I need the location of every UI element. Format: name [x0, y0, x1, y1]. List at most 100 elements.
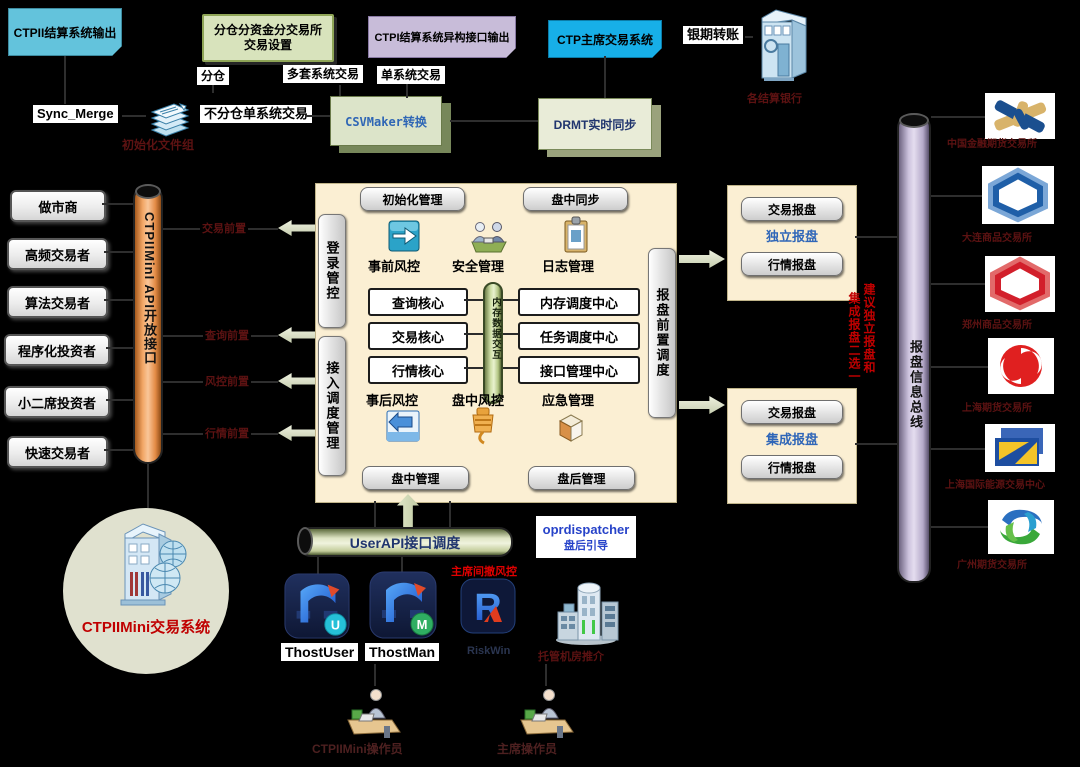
front-label-trade: 交易前置 — [200, 220, 248, 236]
ctpi-hetero-output-box: CTPI结算系统异构接口输出 — [368, 16, 516, 58]
connector-line — [464, 333, 483, 335]
thostuser-badge: U — [331, 618, 340, 632]
memory-dispatch-center-box: 内存调度中心 — [518, 288, 640, 316]
security-mgmt-label: 安全管理 — [452, 259, 505, 274]
csv-maker-box: CSVMaker转换 — [330, 96, 442, 146]
oprdispatcher-label: oprdispatcher — [542, 521, 630, 537]
connector-line — [106, 347, 135, 349]
connector-line — [604, 56, 606, 98]
mini-system-circle: CTPIIMini交易系统 — [63, 508, 229, 674]
oprdispatcher-sub-label: 盘后引导 — [564, 539, 608, 552]
csv-maker-label: CSVMaker转换 — [345, 114, 427, 129]
user-box-hft: 高频交易者 — [7, 238, 108, 270]
post-risk-icon — [386, 410, 420, 442]
connector-line — [339, 85, 341, 96]
connector-line — [317, 557, 319, 575]
no-warehouse-trade-label: 不分仓单系统交易 — [200, 105, 313, 123]
md-quote-button-2: 行情报盘 — [741, 455, 843, 479]
trade-quote-button-2: 交易报盘 — [741, 400, 843, 424]
emergency-mgmt-label: 应急管理 — [542, 393, 595, 408]
thostuser-app-icon: U — [284, 573, 350, 639]
security-mgmt-icon — [471, 222, 507, 253]
intraday-sync-button: 盘中同步 — [523, 187, 628, 211]
connector-line — [931, 195, 982, 197]
quote-info-bus-cylinder: 报盘信息总线 — [897, 113, 931, 583]
intraday-mgmt-label: 盘中管理 — [391, 471, 440, 486]
bank-building-icon — [761, 9, 807, 81]
user-box-algo: 算法交易者 — [7, 286, 108, 318]
thostman-badge: M — [417, 617, 428, 632]
arrow-left-icon — [278, 220, 318, 236]
gfex-logo — [988, 500, 1054, 554]
connector-line — [401, 557, 403, 572]
cylinder-opening — [297, 527, 313, 555]
ine-logo — [985, 424, 1055, 472]
intraday-mgmt-button: 盘中管理 — [362, 466, 469, 490]
connector-line — [855, 443, 898, 445]
front-label-md: 行情前置 — [203, 425, 251, 441]
access-scheduling-label: 接入调度管理 — [324, 361, 340, 451]
login-control-tab: 登录管控 — [318, 214, 346, 328]
connector-line — [503, 333, 518, 335]
ine-label: 上海国际能源交易中心 — [945, 480, 1045, 491]
zce-label: 郑州商品交易所 — [962, 320, 1032, 331]
init-file-group-label: 初始化文件组 — [122, 138, 195, 152]
operator-main-icon — [520, 689, 574, 738]
memory-bus-cylinder: 内存数据交互 — [483, 282, 503, 404]
drmt-sync-box: DRMT实时同步 — [538, 98, 652, 150]
trade-quote-button: 交易报盘 — [741, 197, 843, 221]
interface-mgmt-center-box: 接口管理中心 — [518, 356, 640, 384]
operator-mini-label: CTPIIMini操作员 — [312, 742, 403, 756]
user-label: 高频交易者 — [24, 247, 90, 263]
md-quote-button: 行情报盘 — [741, 252, 843, 276]
file-stack-icon — [150, 103, 190, 137]
bank-transfer-label: 银期转账 — [683, 26, 744, 44]
connector-line — [931, 448, 985, 450]
connector-line — [855, 236, 898, 238]
dce-logo — [982, 166, 1054, 224]
query-core-box: 查询核心 — [368, 288, 468, 316]
md-quote-label: 行情报盘 — [767, 257, 816, 272]
arrow-right-icon — [679, 250, 725, 268]
init-mgmt-label: 初始化管理 — [382, 192, 443, 207]
connector-line — [374, 664, 376, 686]
gfex-label: 广州期货交易所 — [957, 560, 1027, 571]
trade-quote-label: 交易报盘 — [767, 405, 816, 420]
connector-line — [212, 85, 214, 93]
interface-mgmt-center-label: 接口管理中心 — [539, 363, 618, 379]
arrow-left-icon — [278, 425, 318, 441]
task-dispatch-center-box: 任务调度中心 — [518, 322, 640, 350]
independent-quote-label: 独立报盘 — [766, 229, 819, 244]
log-mgmt-icon — [564, 216, 588, 253]
connector-line — [464, 367, 483, 369]
multi-system-trade-label: 多套系统交易 — [283, 65, 364, 83]
warehouse-settings-line1: 分仓分资金分交易所 — [213, 23, 322, 37]
quote-front-dispatch-tab: 报盘前置调度 — [648, 248, 676, 418]
svg-text:R: R — [474, 587, 501, 629]
connector-line — [503, 367, 518, 369]
user-box-market-maker: 做市商 — [10, 190, 106, 222]
zce-logo — [985, 256, 1055, 312]
banks-label: 各结算银行 — [747, 93, 802, 105]
quote-advice-note-line2: 集成报盘二选一 — [847, 292, 861, 383]
arrow-left-icon — [278, 327, 318, 343]
api-bus-label: CTPIIMinI API开放接口 — [142, 212, 157, 366]
mini-system-label: CTPIIMini交易系统 — [81, 619, 211, 636]
user-label: 算法交易者 — [24, 295, 90, 311]
connector-line — [147, 464, 149, 508]
user-box-second-seat: 小二席投资者 — [4, 386, 110, 418]
ctpi-hetero-output-label: CTPI结算系统异构接口输出 — [374, 32, 510, 44]
connector-line — [122, 115, 146, 117]
emergency-icon — [558, 414, 584, 442]
trade-core-box: 交易核心 — [368, 322, 468, 350]
seat-cancel-risk-note: 主席间撤风控 — [451, 566, 517, 578]
thostuser-label: ThostUser — [281, 643, 359, 661]
connector-line — [104, 449, 135, 451]
connector-line — [305, 115, 330, 117]
query-core-label: 查询核心 — [391, 295, 444, 311]
connector-line — [931, 116, 985, 118]
api-bus-cylinder: CTPIIMinI API开放接口 — [133, 184, 163, 464]
riskwin-label: RiskWin — [467, 645, 511, 657]
shfe-label: 上海期货交易所 — [962, 403, 1032, 414]
